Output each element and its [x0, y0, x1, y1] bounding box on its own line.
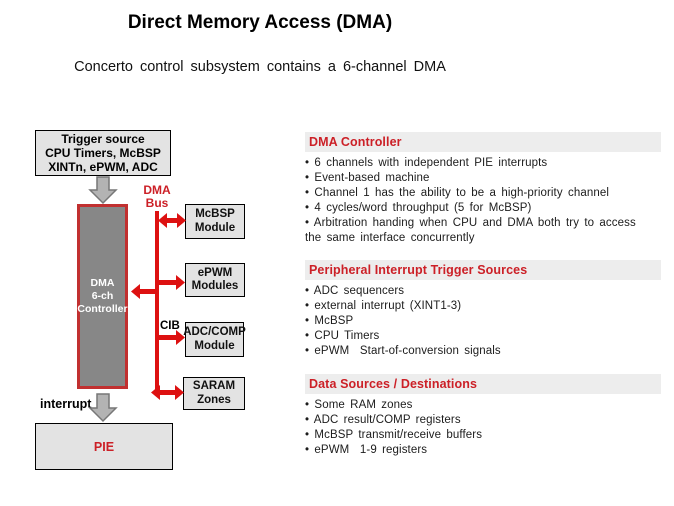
dma-controller-line1: DMA: [90, 277, 115, 289]
trigger-source-line1: CPU Timers, McBSP: [45, 146, 161, 160]
mcbsp-line2: Module: [194, 221, 236, 234]
saram-line2: Zones: [197, 393, 231, 406]
bullet-item: ePWM 1-9 registers: [305, 443, 641, 458]
trigger-to-controller-arrow-icon: [88, 176, 118, 205]
mcbsp-line1: McBSP: [195, 208, 235, 220]
section-heading-band: DMA Controller: [305, 132, 661, 152]
section-heading: Peripheral Interrupt Trigger Sources: [309, 263, 528, 277]
controller-to-pie-arrow-icon: [88, 393, 118, 423]
pie-box: PIE: [35, 423, 173, 470]
bullet-item: ADC sequencers: [305, 284, 641, 299]
bullet-list: Some RAM zones ADC result/COMP registers…: [305, 398, 641, 458]
bullet-item: ePWM Start-of-conversion signals: [305, 344, 641, 359]
trigger-source-line2: XINTn, ePWM, ADC: [48, 160, 158, 174]
bus-adc-arrow-icon: [157, 330, 185, 345]
bullet-item: 6 channels with independent PIE interrup…: [305, 156, 641, 171]
bullet-item: Channel 1 has the ability to be a high-p…: [305, 186, 641, 201]
bus-saram-arrow-icon: [151, 385, 184, 400]
bullet-item: Arbitration handing when CPU and DMA bot…: [305, 216, 641, 246]
bullet-list: ADC sequencers external interrupt (XINT1…: [305, 284, 641, 359]
epwm-line2: Modules: [191, 280, 239, 292]
bullet-item: CPU Timers: [305, 329, 641, 344]
page-subtitle: Concerto control subsystem contains a 6-…: [74, 59, 446, 75]
bullet-item: external interrupt (XINT1-3): [305, 299, 641, 314]
bus-epwm-arrow-icon: [157, 275, 185, 290]
interrupt-label: interrupt: [40, 397, 92, 411]
bullet-item: 4 cycles/word throughput (5 for McBSP): [305, 201, 641, 216]
bullet-item: Event-based machine: [305, 171, 641, 186]
bullet-item: ADC result/COMP registers: [305, 413, 641, 428]
epwm-line1: ePWM: [197, 266, 233, 279]
dma-bus-label-line2: Bus: [145, 196, 169, 210]
bullet-item: McBSP transmit/receive buffers: [305, 428, 641, 443]
bullet-list: 6 channels with independent PIE interrup…: [305, 156, 641, 246]
dma-controller-box: DMA 6-ch Controller: [77, 204, 128, 389]
page-title: Direct Memory Access (DMA): [127, 12, 393, 33]
adc-comp-module-box: ADC/COMP Module: [183, 322, 246, 357]
pie-label: PIE: [93, 439, 115, 454]
section-peripheral-interrupt-trigger-sources: Peripheral Interrupt Trigger Sources ADC…: [305, 260, 661, 359]
trigger-source-box: Trigger source CPU Timers, McBSP XINTn, …: [35, 130, 171, 176]
adc-line2: Module: [194, 339, 235, 352]
trigger-source-title: Trigger source: [61, 132, 145, 146]
section-heading: DMA Controller: [309, 135, 402, 149]
section-heading-band: Peripheral Interrupt Trigger Sources: [305, 260, 661, 280]
epwm-modules-box: ePWM Modules: [185, 263, 245, 297]
mcbsp-module-box: McBSP Module: [185, 204, 245, 239]
cib-label: CIB: [160, 320, 180, 332]
saram-zones-box: SARAM Zones: [183, 377, 245, 410]
dma-bus-label-line1: DMA: [143, 183, 171, 197]
section-data-sources-destinations: Data Sources / Destinations Some RAM zon…: [305, 374, 661, 458]
bullet-item: McBSP: [305, 314, 641, 329]
bullet-item: Some RAM zones: [305, 398, 641, 413]
dma-controller-line2: 6-ch: [91, 290, 114, 302]
bus-controller-arrow-icon: [131, 284, 157, 299]
saram-line1: SARAM: [192, 380, 236, 392]
dma-controller-line3: Controller: [77, 303, 128, 315]
section-heading: Data Sources / Destinations: [309, 377, 478, 391]
section-heading-band: Data Sources / Destinations: [305, 374, 661, 394]
bus-mcbsp-arrow-icon: [158, 213, 186, 228]
adc-line1: ADC/COMP: [183, 326, 246, 338]
section-dma-controller: DMA Controller 6 channels with independe…: [305, 132, 661, 246]
dma-bus-label: DMA Bus: [138, 184, 176, 210]
